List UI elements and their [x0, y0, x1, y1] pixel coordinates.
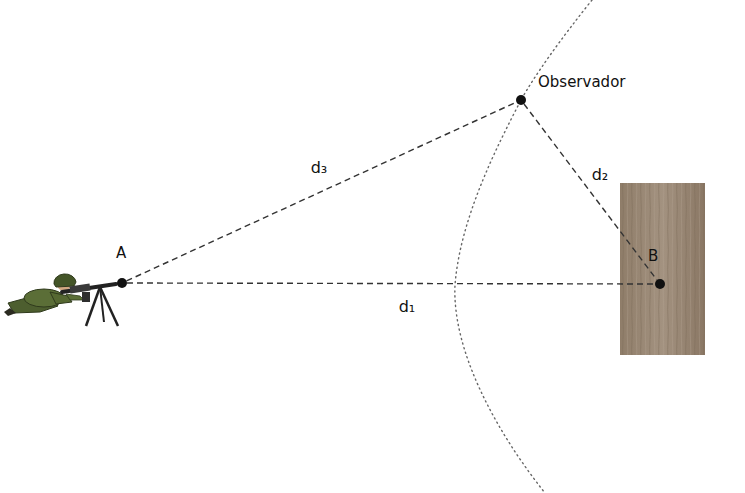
distance-label: d₃: [311, 159, 328, 177]
distance-label: d₂: [592, 166, 609, 184]
point-label: Observador: [538, 74, 625, 91]
distance-line: [127, 282, 655, 284]
point-marker: Observador: [516, 95, 526, 105]
point-marker: A: [117, 278, 127, 288]
wood-grain: [620, 183, 705, 355]
point-label: A: [116, 245, 126, 262]
point-label: B: [648, 248, 658, 265]
wooden-board: [620, 183, 705, 355]
soldier-figure: [4, 274, 118, 326]
distance-line: [524, 104, 657, 280]
distance-label: d₁: [399, 298, 416, 316]
point-marker: B: [655, 279, 665, 289]
distance-line: [127, 102, 517, 281]
